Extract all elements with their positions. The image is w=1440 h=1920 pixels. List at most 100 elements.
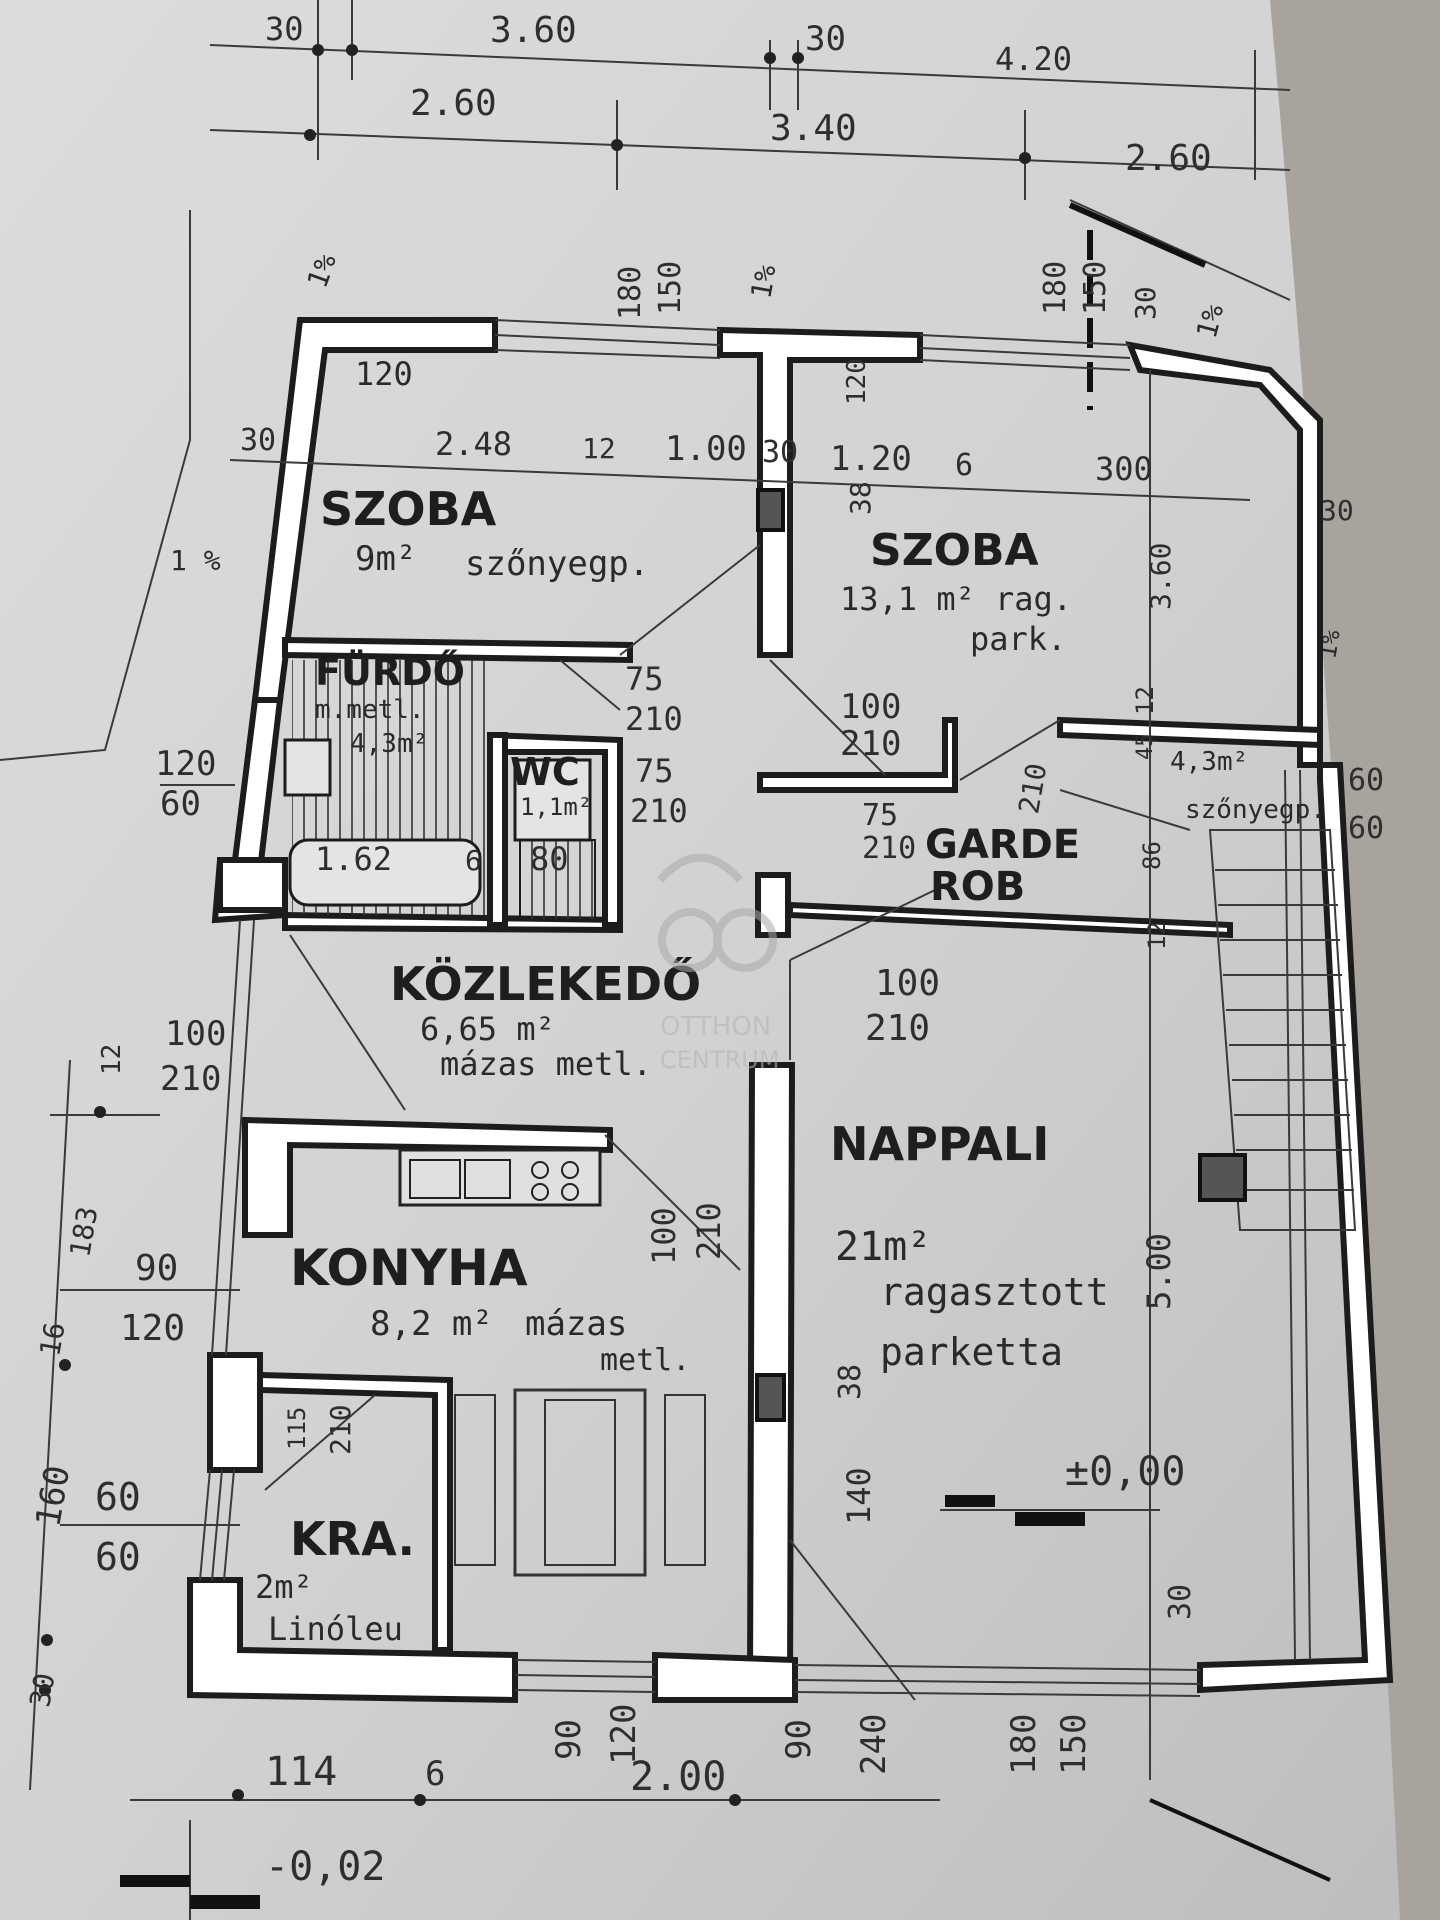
site-boundary-left <box>0 210 191 761</box>
bathtub <box>288 838 482 907</box>
dim-row-100: 1.00 <box>665 429 747 469</box>
dim-bottom-120: 120 <box>604 1704 644 1765</box>
dim-win-kra-h: 60 <box>95 1535 141 1579</box>
dim-win-tl-180: 180 <box>613 266 648 320</box>
room-name-kra: KRA. <box>290 1512 415 1566</box>
dim-bottom-6: 6 <box>425 1754 445 1794</box>
dim-h30rr: 30 <box>1129 286 1162 320</box>
dim-wall-120-top: 120 <box>355 355 413 393</box>
dim-door-fur-h: 210 <box>625 700 683 738</box>
chimney-upper <box>756 488 785 532</box>
room-name-szoba-2: SZOBA <box>870 525 1039 576</box>
room-floor2-szoba-2: park. <box>970 620 1066 658</box>
dim-door-kozl-h: 210 <box>160 1059 221 1099</box>
dim-side-16: 16 <box>33 1320 71 1359</box>
slope-4: 1 % <box>170 544 221 577</box>
room-area-szoba-2: 13,1 m² <box>840 580 975 618</box>
room-area-konyha: 8,2 m² <box>370 1304 493 1344</box>
watermark-text-1: OTTHON <box>660 1012 771 1042</box>
kitchen-counter <box>398 1148 602 1207</box>
dim-door-konyha-w: 100 <box>645 1207 683 1265</box>
dim-row-30b: 30 <box>762 435 798 470</box>
dim-h360: 3.60 <box>1144 543 1177 610</box>
dim-h38a: 38 <box>844 481 877 515</box>
room-area-wc: 1,1m² <box>520 793 592 821</box>
room-name-nappali: NAPPALI <box>830 1117 1049 1171</box>
dim-door-wc-h: 210 <box>630 792 688 830</box>
dim-side-right-60b: 60 <box>1348 811 1384 846</box>
room-area-furdo: m.metl. <box>315 695 425 725</box>
dim-side-30: 30 <box>23 1671 61 1710</box>
room-floor2-nappali: parketta <box>880 1330 1063 1374</box>
dining-table <box>454 1388 706 1577</box>
dim-door-kozl-w: 100 <box>165 1014 226 1054</box>
dim-wall-120b: 120 <box>842 358 872 405</box>
dim-garde-12: 12 <box>1131 686 1159 715</box>
room-area-garde: 4,3m² <box>1170 747 1248 777</box>
dim-door-szoba2-h: 210 <box>840 724 901 764</box>
watermark-logo <box>657 853 777 972</box>
room-floor-furdo: 4,3m² <box>350 729 428 759</box>
interior-dimension-lines <box>29 370 1251 1806</box>
dim-win-tr-150: 150 <box>1078 261 1113 315</box>
dim-top-30a: 30 <box>265 10 304 48</box>
dim-row-120: 1.20 <box>830 439 912 479</box>
room-area-kra: 2m² <box>255 1568 313 1606</box>
dim-row-30: 30 <box>240 423 276 458</box>
dim-win-tr-180: 180 <box>1038 261 1073 315</box>
dim-h140: 140 <box>840 1467 878 1525</box>
room-name-garde: GARDE <box>925 822 1080 868</box>
site-boundary-right <box>1069 199 1291 301</box>
walls <box>187 317 1394 1704</box>
room-name-kozlekedo: KÖZLEKEDŐ <box>390 957 701 1011</box>
room-name-furdo: FÜRDŐ <box>315 650 465 694</box>
dim-top-360: 3.60 <box>490 10 577 51</box>
room-floor-kozlekedo: mázas metl. <box>440 1045 652 1083</box>
washbasin <box>283 738 332 797</box>
dim-h30b: 30 <box>1163 1584 1198 1620</box>
dim-door-szoba2-w: 100 <box>840 687 901 727</box>
dim-wc-80: 80 <box>530 840 569 878</box>
dim-kra-door-w: 115 <box>283 1407 311 1450</box>
staircase <box>1198 829 1357 1231</box>
dim-garde-12b: 12 <box>1143 921 1171 950</box>
dim-h500: 5.00 <box>1140 1233 1178 1310</box>
room-floor-kra: Linóleu <box>268 1610 403 1648</box>
dim-door-garde-h: 210 <box>862 831 916 866</box>
dim-win-left-h: 60 <box>160 784 201 824</box>
room-name2-garde: ROB <box>930 864 1025 910</box>
dim-door-garde-w: 75 <box>862 798 898 833</box>
dim-row-6: 6 <box>955 448 973 483</box>
dim-top-420: 4.20 <box>995 40 1072 78</box>
dim-h38b: 38 <box>833 1364 868 1400</box>
room-area-kozlekedo: 6,65 m² <box>420 1010 555 1048</box>
dim-bath: 1.62 <box>315 840 392 878</box>
level-marker <box>940 1495 1160 1526</box>
top-dimension-lines <box>209 0 1291 200</box>
dim-door-wc-w: 75 <box>635 752 674 790</box>
dim-door-nappali-h: 210 <box>865 1008 930 1049</box>
dim-kra-door-h: 210 <box>324 1404 357 1455</box>
room-floor-nappali: ragasztott <box>880 1270 1109 1314</box>
dim-top-260b: 2.60 <box>1125 138 1212 179</box>
room-name-wc: WC <box>510 750 580 794</box>
dim-row-248: 2.48 <box>435 425 512 463</box>
dim-garde-45: 45 <box>1133 734 1158 761</box>
room-name-konyha: KONYHA <box>290 1239 528 1297</box>
dim-bath-6: 6 <box>465 844 482 877</box>
dim-row-12: 12 <box>582 432 616 465</box>
room-name-szoba-1: SZOBA <box>320 482 497 536</box>
dim-h30r: 30 <box>1320 494 1354 527</box>
dim-bottom-90a: 90 <box>549 1719 589 1760</box>
dim-door-nappali-w: 100 <box>875 963 940 1004</box>
watermark-text-2: CENTRUM <box>660 1046 779 1074</box>
outdoor-level-marker <box>120 1798 1331 1920</box>
dim-door-fur-w: 75 <box>625 660 664 698</box>
dim-row-300: 300 <box>1095 450 1153 488</box>
slope-2: 1% <box>744 262 782 301</box>
dim-win-konyha-w: 90 <box>135 1248 178 1289</box>
toilet <box>513 758 592 842</box>
room-floor-konyha: mázas <box>525 1304 627 1344</box>
dim-win-tl-150: 150 <box>653 261 688 315</box>
